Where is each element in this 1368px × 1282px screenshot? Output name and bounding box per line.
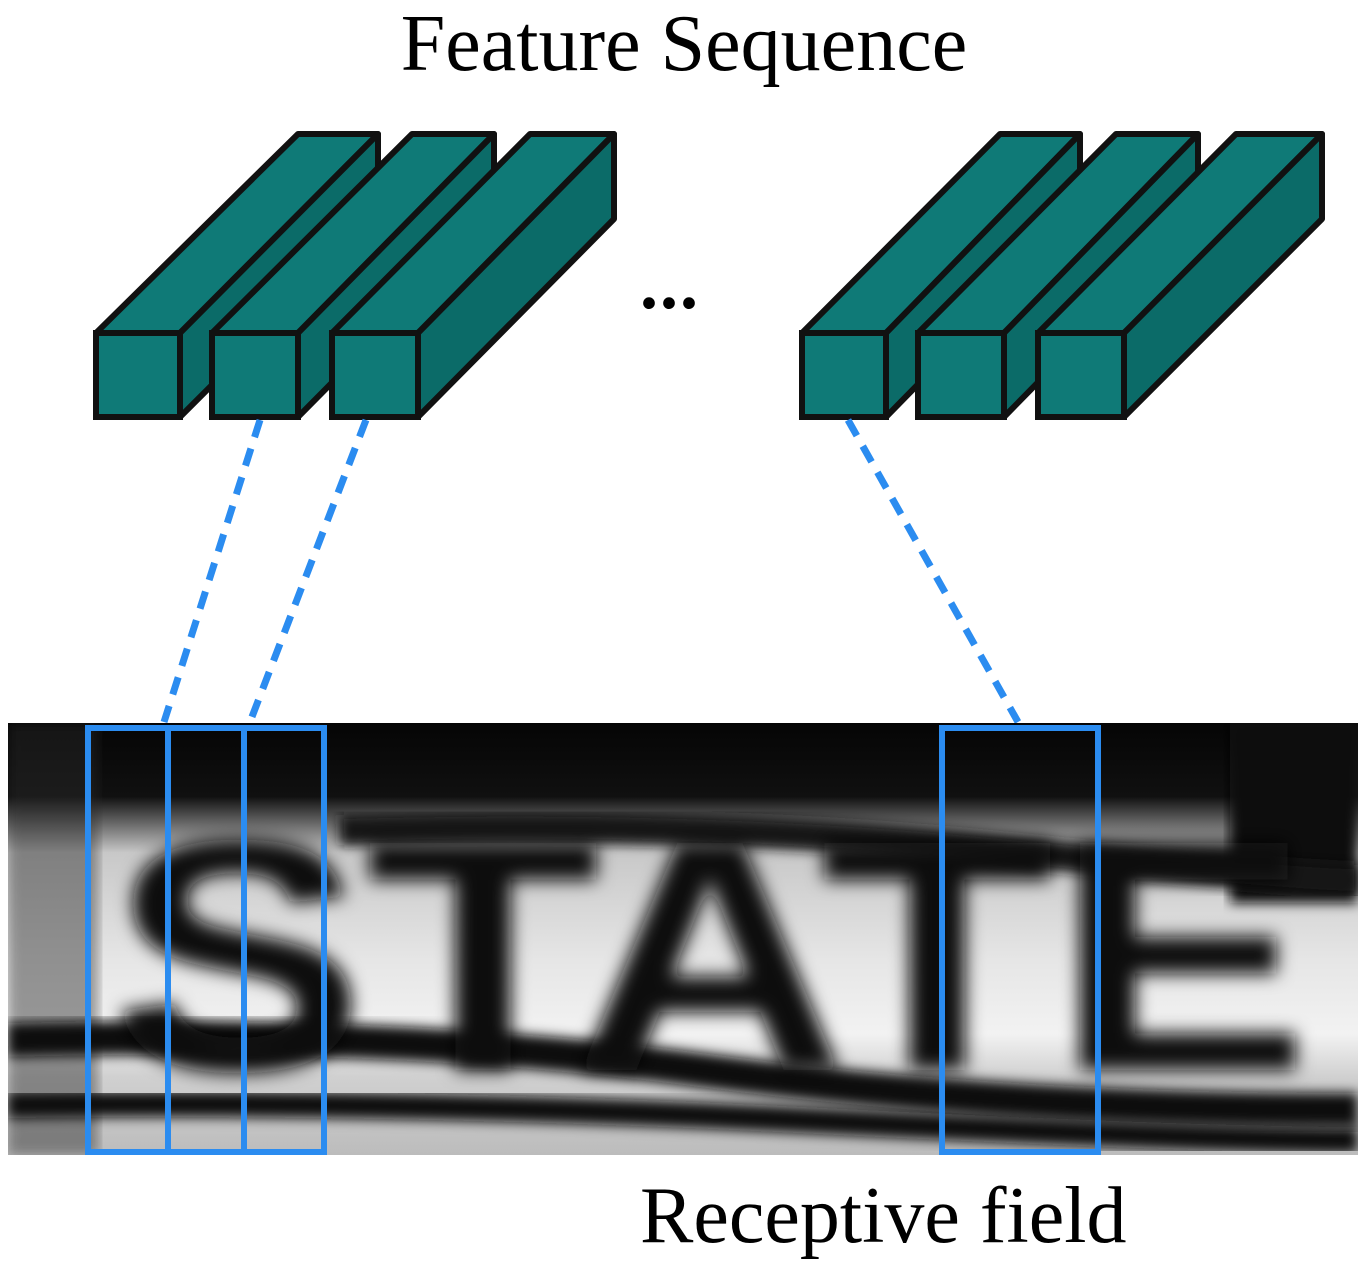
connector-lines	[160, 418, 1022, 724]
diagram-title: Feature Sequence	[400, 0, 968, 88]
image-text: STATE	[110, 771, 1310, 1140]
receptive-box-3	[241, 725, 327, 1155]
feature-group-right	[799, 131, 1325, 420]
input-text-image: STATE	[8, 723, 1358, 1155]
connector-line-2	[246, 418, 370, 724]
receptive-box-4	[939, 725, 1101, 1155]
connector-line-1	[160, 418, 264, 724]
feature-group-left	[93, 131, 617, 420]
connector-line-3	[844, 418, 1022, 724]
feature-vector-6	[1035, 131, 1325, 420]
feature-vector-3	[329, 131, 617, 420]
ellipsis: ...	[640, 244, 700, 324]
caption-receptive-field: Receptive field	[640, 1172, 1127, 1260]
receptive-field-boxes	[85, 725, 1101, 1155]
